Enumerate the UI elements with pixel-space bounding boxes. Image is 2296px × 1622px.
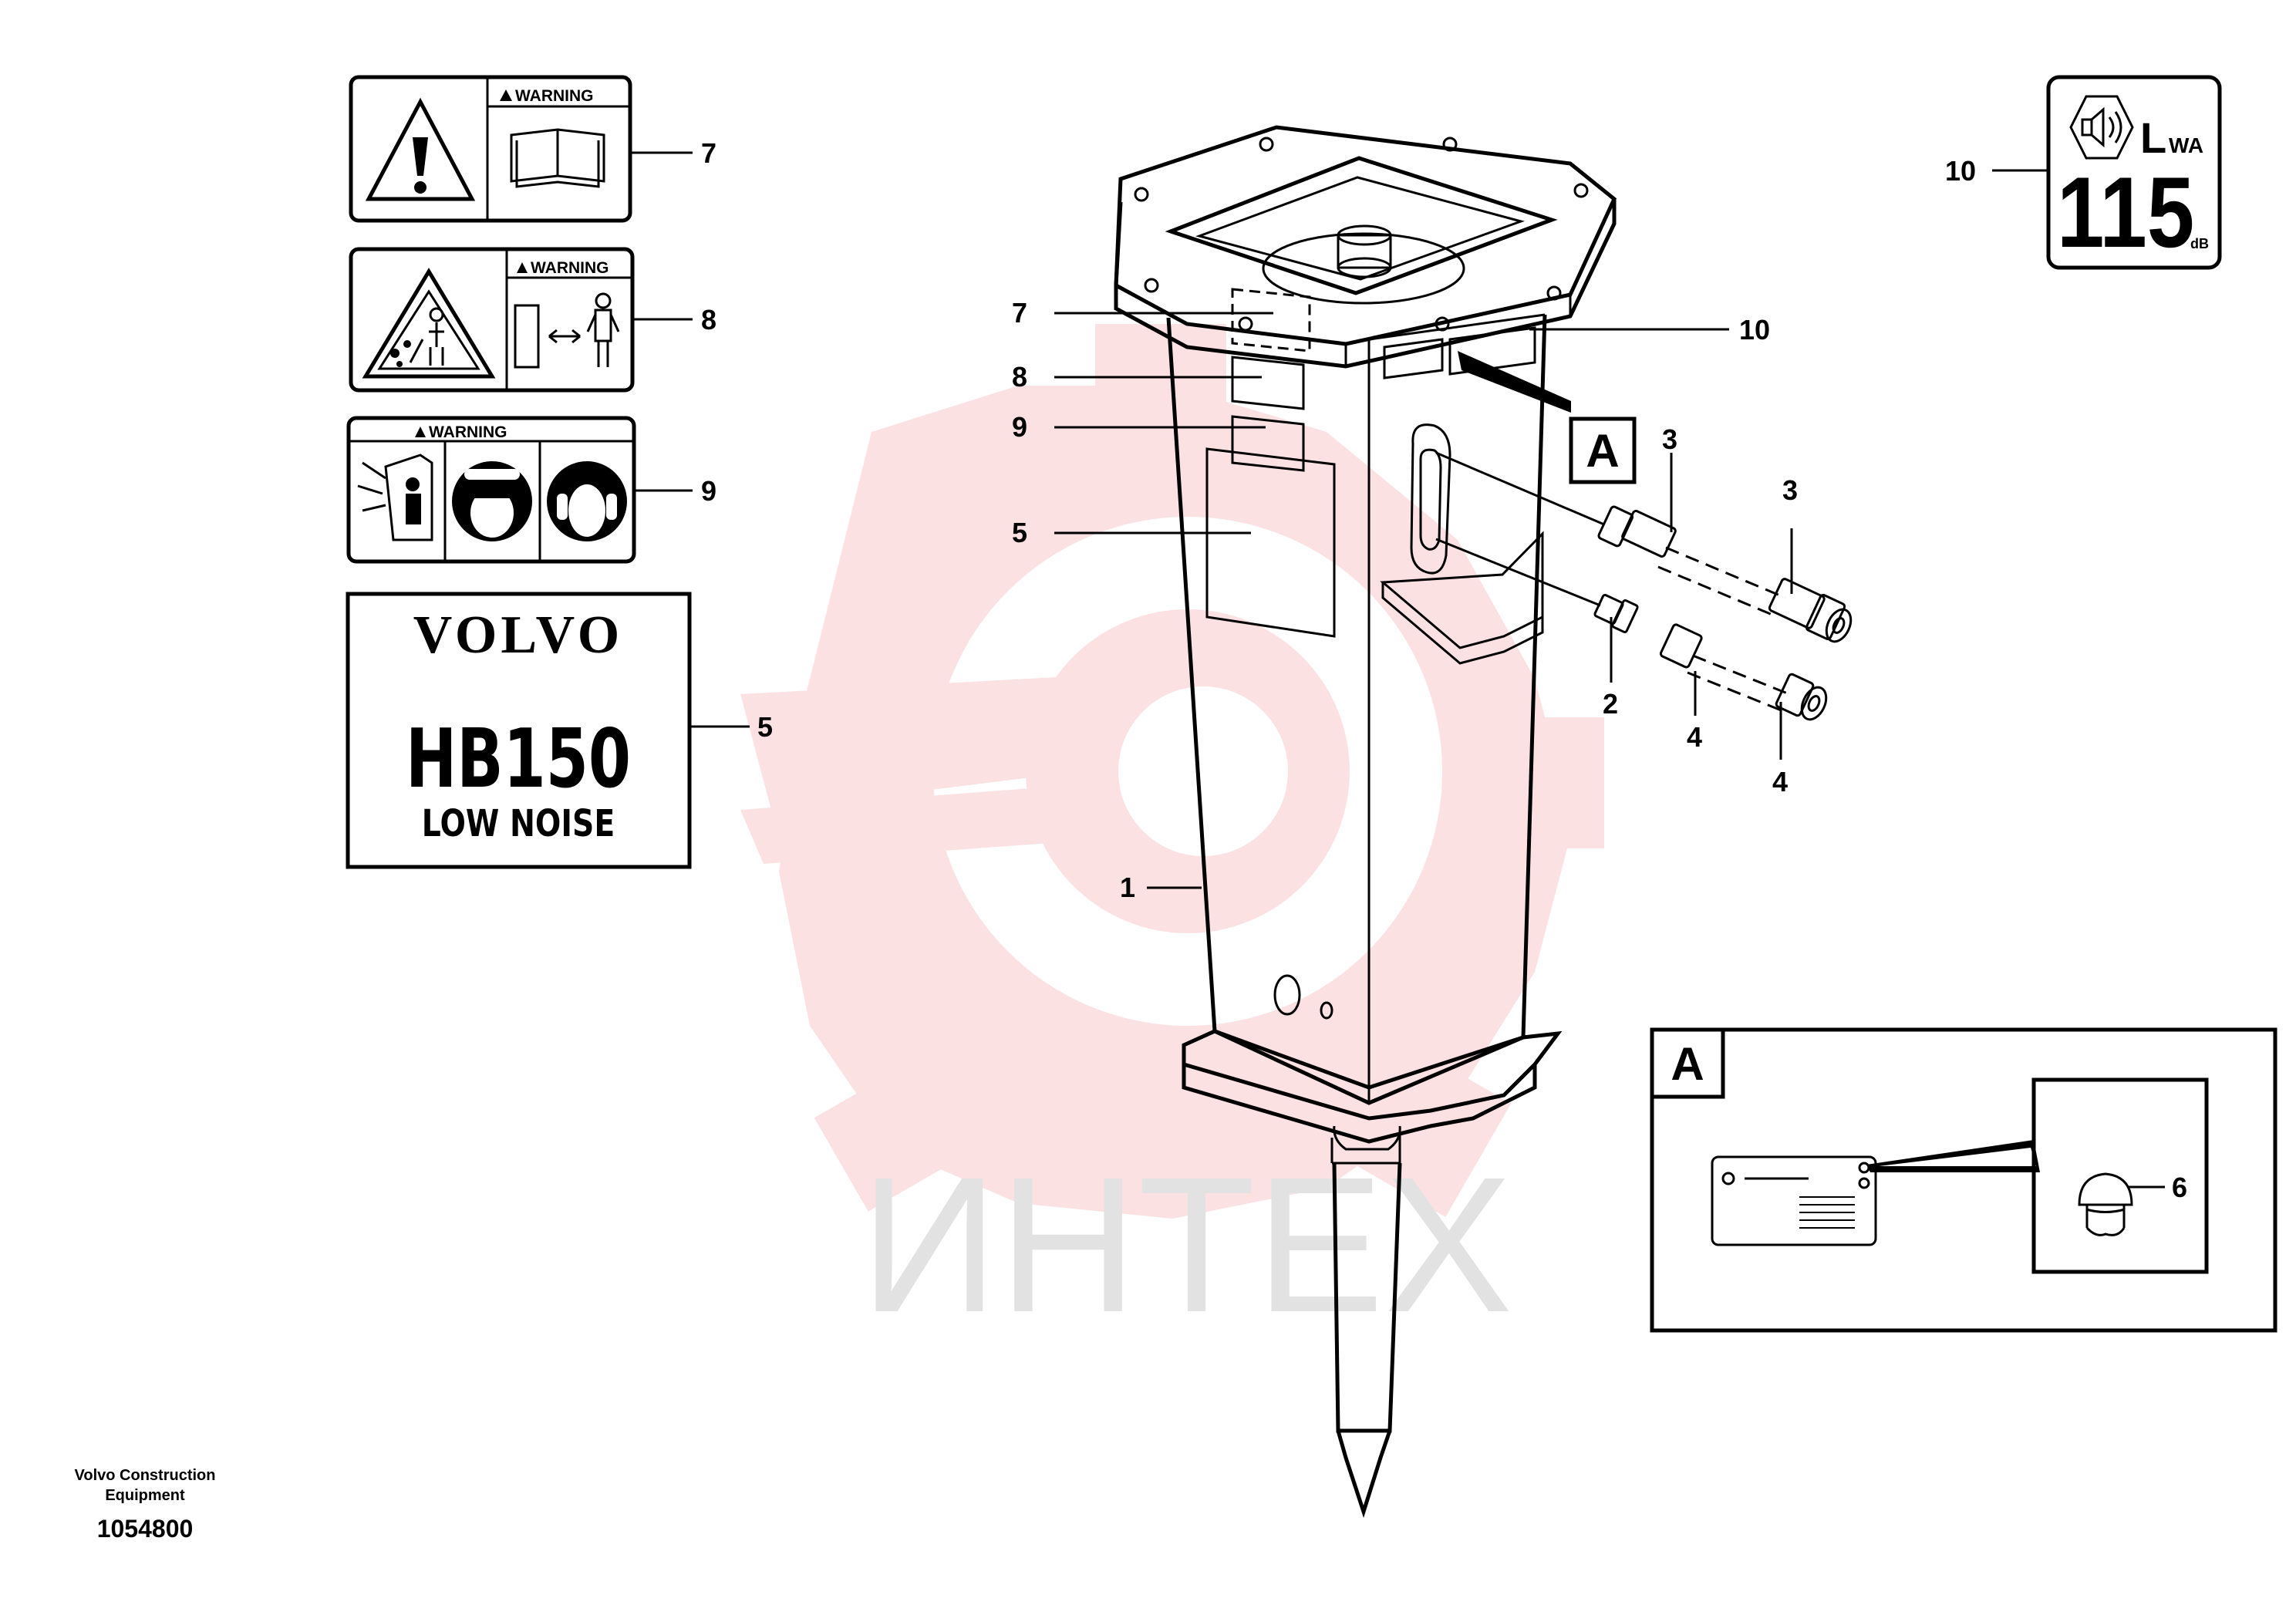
maker-name-line1: Volvo Construction xyxy=(75,1467,216,1484)
decal-8-header: WARNING xyxy=(531,259,609,277)
rivet xyxy=(2078,1172,2133,1236)
decal-9: WARNING xyxy=(346,416,636,564)
callout-label-part-4b: 4 xyxy=(1772,766,1788,798)
callout-label-part-3b: 3 xyxy=(1782,474,1798,506)
decal-5-variant: LOW NOISE xyxy=(422,802,615,845)
watermark-gear-icon xyxy=(779,324,1604,1219)
detail-box-label: A xyxy=(1671,1038,1704,1090)
watermark-logo xyxy=(740,324,1604,1219)
callout-label-part-2: 2 xyxy=(1603,688,1618,720)
hearing-protection-icon xyxy=(357,454,433,541)
sound-emission-icon xyxy=(2069,95,2134,160)
decal-10-symbol: L xyxy=(2140,113,2166,162)
decal-10-unit: dB xyxy=(2190,236,2209,251)
callout-label-5: 5 xyxy=(757,711,773,743)
callout-label-9: 9 xyxy=(701,475,716,507)
watermark-hammer-icon xyxy=(933,517,1442,1026)
callout-label-part-3a: 3 xyxy=(1662,423,1677,455)
decal-7-header: WARNING xyxy=(515,87,594,105)
decal-5-brand: VOLVO xyxy=(413,605,623,665)
hose-3 xyxy=(1435,451,1853,643)
callout-label-part-6: 6 xyxy=(2172,1172,2187,1203)
callout-label-body-5: 5 xyxy=(1012,517,1027,548)
manual-book-icon xyxy=(510,128,605,188)
document-number: 1054800 xyxy=(97,1515,194,1543)
nameplate xyxy=(1711,1155,1877,1246)
top-flange xyxy=(1114,125,1617,369)
callout-label-part-4a: 4 xyxy=(1687,721,1702,753)
callout-label-body-7: 7 xyxy=(1012,297,1027,329)
detail-a: A 6 xyxy=(1650,1027,2277,1333)
callout-label-10: 10 xyxy=(1945,155,1976,187)
decal-9-header: WARNING xyxy=(429,423,507,441)
decal-5-model: HB150 xyxy=(406,712,631,807)
watermark-text: ИНТЕХ xyxy=(860,1137,1512,1352)
fitting-2 xyxy=(1435,538,1639,633)
decal-10-subscript: WA xyxy=(2169,133,2203,157)
flying-debris-icon xyxy=(362,268,496,379)
maker-name-line2: Equipment xyxy=(105,1487,185,1504)
decal-10: L WA 115 dB xyxy=(2046,75,2222,270)
decal-5: VOLVO HB150 LOW NOISE xyxy=(346,592,692,869)
callout-label-7: 7 xyxy=(701,137,716,169)
ear-defender-icon xyxy=(547,461,627,541)
decal-10-value: 115 xyxy=(2057,157,2194,268)
warning-triangle-icon xyxy=(365,97,476,201)
decal-8: WARNING xyxy=(349,247,635,393)
callout-label-body-9: 9 xyxy=(1012,411,1027,443)
safe-distance-icon xyxy=(514,292,620,369)
detail-ref-label: A xyxy=(1586,425,1619,477)
callout-label-8: 8 xyxy=(701,304,716,336)
callout-label-body-1: 1 xyxy=(1120,872,1135,903)
callout-label-body-10: 10 xyxy=(1739,314,1770,346)
decal-7: WARNING xyxy=(349,75,632,223)
face-shield-icon xyxy=(452,461,532,541)
callout-label-body-8: 8 xyxy=(1012,361,1027,393)
hose-4 xyxy=(1659,623,1828,721)
hydraulic-breaker xyxy=(1114,125,1617,1519)
